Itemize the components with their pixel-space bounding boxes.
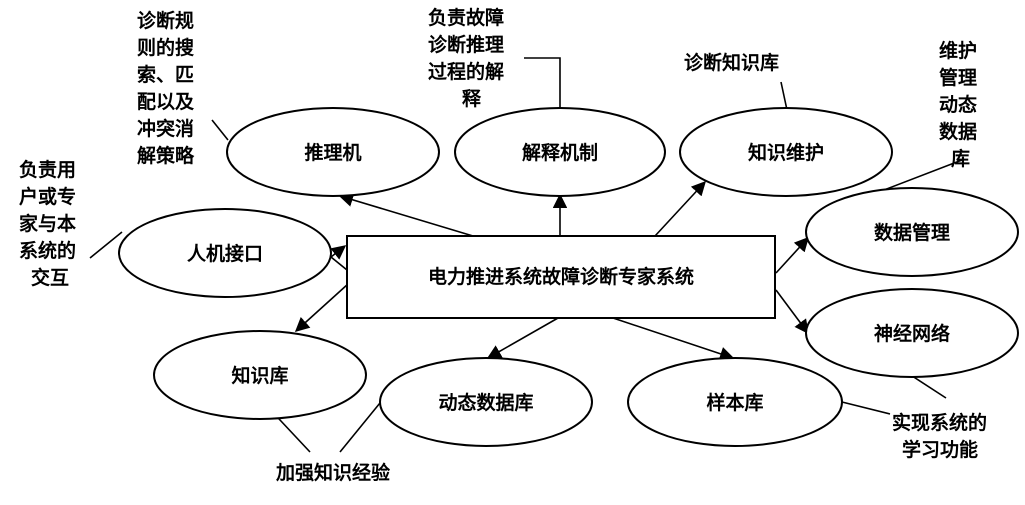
annotation-inference-line-6: 解策略 — [137, 144, 195, 167]
node-center-system: 电力推进系统故障诊断专家系统 — [346, 235, 776, 319]
node-label: 动态数据库 — [438, 391, 533, 414]
node-label: 解释机制 — [522, 141, 598, 164]
center-label: 电力推进系统故障诊断专家系统 — [428, 265, 694, 288]
node-inference-engine: 推理机 — [226, 107, 440, 197]
annotation-hci-line-2: 户或专 — [19, 185, 76, 208]
annotation-knowledge-maintenance: 诊断知识库 — [684, 51, 779, 74]
edge-to-hci — [329, 245, 348, 271]
annotation-neural-network-line-1: 实现系统的 — [892, 411, 987, 434]
edge-to-inference — [338, 192, 474, 237]
node-sample-base: 样本库 — [627, 357, 843, 447]
leader-hci — [89, 231, 123, 259]
node-hci: 人机接口 — [118, 208, 332, 298]
node-dynamic-database: 动态数据库 — [379, 357, 593, 447]
node-label: 样本库 — [706, 391, 763, 414]
edge-to-data-management — [775, 236, 809, 274]
node-neural-network: 神经网络 — [805, 288, 1019, 378]
leader-sample-base — [841, 401, 891, 415]
annotation-explanation-line-3: 过程的解 — [428, 60, 504, 83]
annotation-explanation-line-2: 诊断推理 — [428, 33, 504, 56]
node-label: 神经网络 — [874, 322, 950, 345]
node-knowledge-maintenance: 知识维护 — [679, 107, 893, 197]
annotation-data-management-line-1: 维护 — [939, 39, 977, 62]
annotation-inference-line-2: 则的搜 — [137, 36, 195, 59]
annotation-inference-line-4: 配以及 — [137, 91, 195, 113]
annotation-hci-line-5: 交互 — [31, 266, 69, 289]
node-data-management: 数据管理 — [805, 187, 1019, 277]
leader-data-management — [883, 159, 963, 191]
node-label: 知识维护 — [748, 141, 824, 164]
edge-to-sample-base — [612, 317, 735, 361]
annotation-inference-line-1: 诊断规 — [137, 9, 194, 32]
node-label: 数据管理 — [874, 221, 950, 244]
edge-to-neural-network — [775, 289, 809, 335]
annotation-explanation-line-1: 负责故障 — [428, 6, 504, 29]
leader-knowledge-maintenance — [780, 81, 788, 111]
annotation-inference-line-5: 冲突消 — [137, 117, 194, 140]
edge-to-knowledge-base — [294, 283, 349, 332]
node-explanation: 解释机制 — [454, 107, 666, 197]
edge-to-knowledge-maintenance — [654, 180, 706, 237]
node-knowledge-base: 知识库 — [153, 330, 367, 420]
annotation-neural-network-line-2: 学习功能 — [902, 438, 978, 461]
annotation-explanation-line-4: 释 — [462, 88, 482, 110]
annotation-hci-line-1: 负责用 — [19, 158, 76, 181]
annotation-data-management-line-2: 管理 — [939, 66, 977, 89]
node-label: 人机接口 — [187, 243, 263, 265]
leader-inference — [211, 119, 229, 141]
annotation-data-management-line-4: 数据 — [939, 120, 977, 143]
node-label: 知识库 — [231, 364, 288, 387]
annotation-data-management-line-5: 库 — [951, 147, 970, 170]
leader-explanation — [524, 57, 561, 110]
node-label: 推理机 — [304, 141, 361, 164]
leader-dynamic-db — [339, 397, 385, 453]
annotation-data-management-line-3: 动态 — [939, 93, 977, 116]
annotation-inference-line-3: 索、匹 — [137, 63, 194, 86]
edge-to-dynamic-db — [486, 317, 559, 359]
annotation-knowledge-experience: 加强知识经验 — [275, 461, 391, 484]
annotation-hci-line-4: 系统的 — [19, 239, 76, 262]
annotation-hci-line-3: 家与本 — [19, 212, 76, 235]
